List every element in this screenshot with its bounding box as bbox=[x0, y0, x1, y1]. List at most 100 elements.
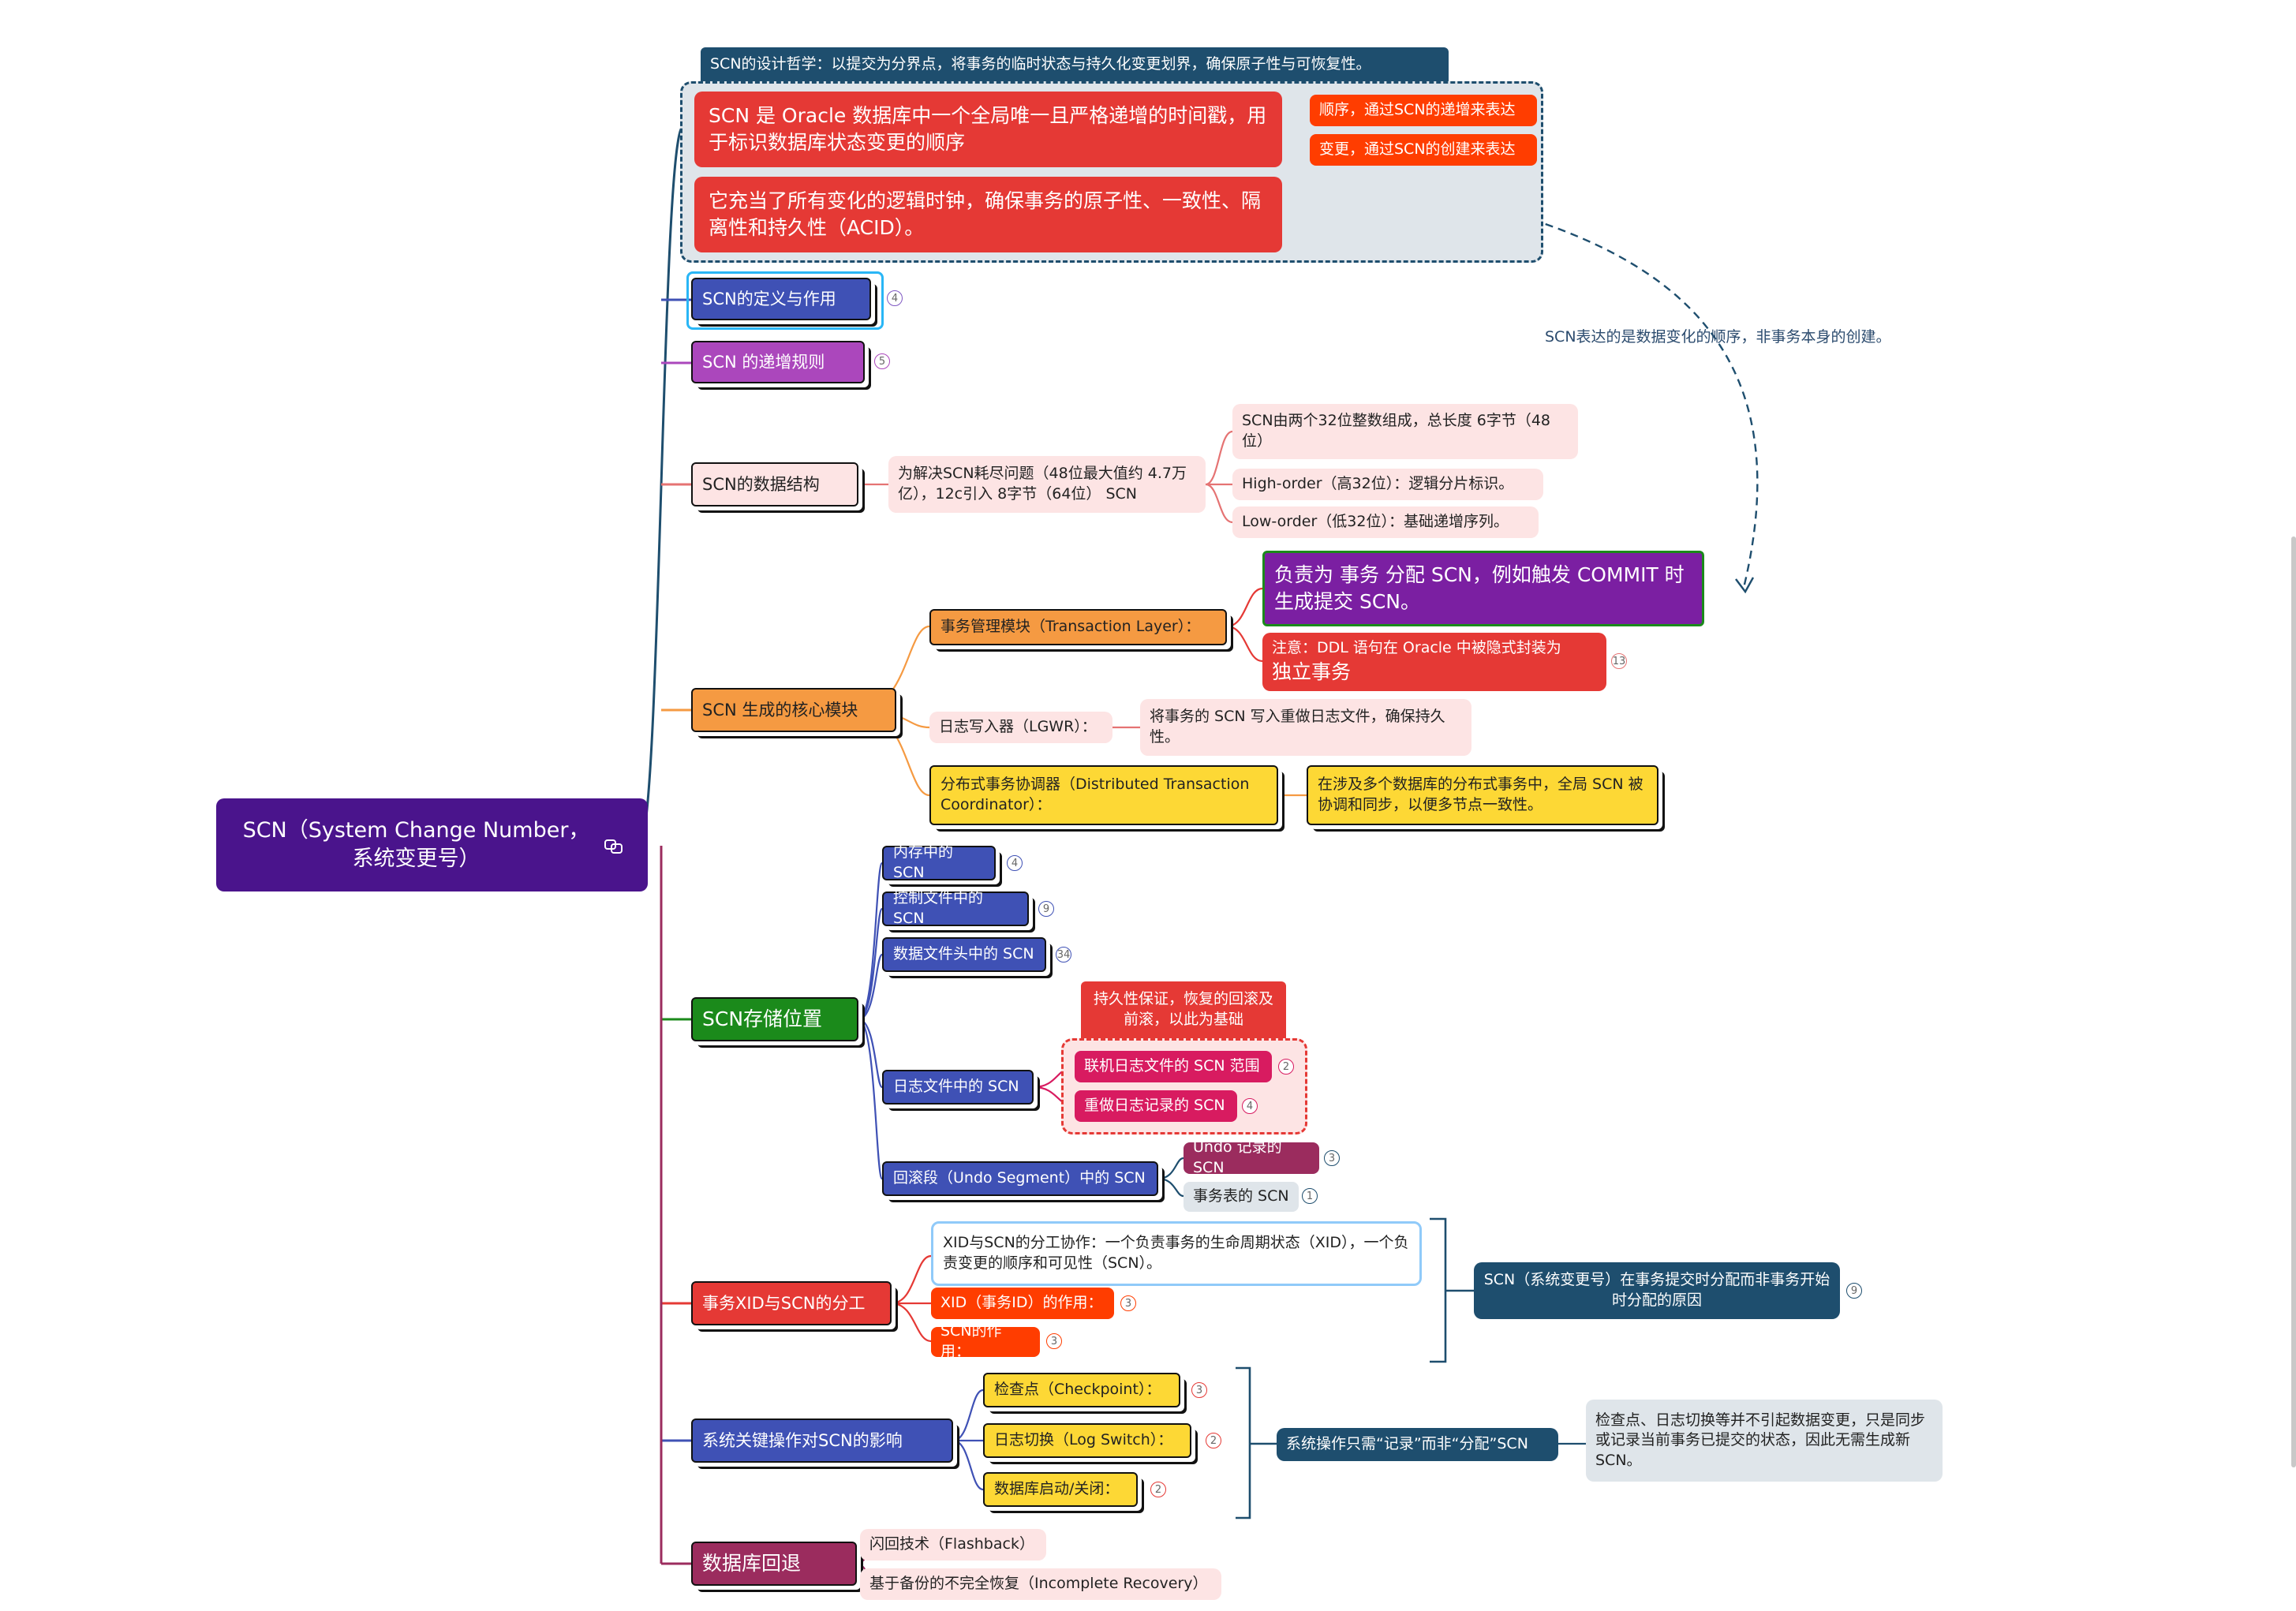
scn-role[interactable]: SCN的作用： bbox=[931, 1322, 1040, 1360]
branch-rollback[interactable]: 数据库回退 bbox=[691, 1542, 857, 1586]
ops-db-count-badge[interactable]: 2 bbox=[1150, 1482, 1166, 1497]
structure-item-composition[interactable]: SCN由两个32位整数组成，总长度 6字节（48位） bbox=[1232, 404, 1578, 459]
rollback-incomplete-recovery-text: 基于备份的不完全恢复（Incomplete Recovery） bbox=[869, 1575, 1208, 1593]
xid-role[interactable]: XID（事务ID）的作用： bbox=[931, 1288, 1114, 1319]
storage-control-count-badge[interactable]: 9 bbox=[1038, 901, 1054, 917]
philosophy-tag-text: SCN的设计哲学：以提交为分界点，将事务的临时状态与持久化变更划界，确保原子性与… bbox=[710, 55, 1371, 73]
storage-undo-tx-table[interactable]: 事务表的 SCN bbox=[1184, 1182, 1299, 1212]
branch-xid[interactable]: 事务XID与SCN的分工 bbox=[691, 1281, 892, 1325]
branch-storage[interactable]: SCN存储位置 bbox=[691, 997, 858, 1041]
storage-log-callout[interactable]: 持久性保证，恢复的回滚及前滚，以此为基础 bbox=[1081, 981, 1286, 1038]
root-node[interactable]: SCN（System Change Number，系统变更号） bbox=[216, 798, 648, 891]
ops-log-switch-text: 日志切换（Log Switch）： bbox=[994, 1431, 1173, 1449]
intro-child-order[interactable]: 顺序，通过SCN的递增来表达 bbox=[1310, 95, 1537, 126]
ops-log-switch[interactable]: 日志切换（Log Switch）： bbox=[983, 1423, 1191, 1458]
ops-summary-node[interactable]: 系统操作只需“记录”而非“分配”SCN bbox=[1277, 1428, 1558, 1461]
structure-desc-node[interactable]: 为解决SCN耗尽问题（48位最大值约 4.7万亿），12c引入 8字节（64位）… bbox=[888, 456, 1206, 513]
storage-control-file[interactable]: 控制文件中的 SCN bbox=[882, 889, 1029, 927]
storage-undo-record[interactable]: Undo 记录的 SCN bbox=[1184, 1138, 1319, 1176]
structure-item-high-order-text: High-order（高32位）：逻辑分片标识。 bbox=[1242, 475, 1514, 493]
core-tx-main-node[interactable]: 负责为 事务 分配 SCN，例如触发 COMMIT 时生成提交 SCN。 bbox=[1262, 551, 1704, 626]
intro-second-node[interactable]: 它充当了所有变化的逻辑时钟，确保事务的原子性、一致性、隔离性和持久性（ACID）… bbox=[694, 177, 1282, 252]
definition-count-badge[interactable]: 4 bbox=[887, 290, 903, 306]
tx-note-count-badge[interactable]: 13 bbox=[1611, 653, 1627, 669]
branch-core-modules-label: SCN 生成的核心模块 bbox=[702, 700, 858, 720]
storage-log-redo-record-text: 重做日志记录的 SCN bbox=[1084, 1097, 1225, 1115]
storage-log-online-range[interactable]: 联机日志文件的 SCN 范围 bbox=[1075, 1051, 1272, 1082]
structure-item-low-order-text: Low-order（低32位）：基础递增序列。 bbox=[1242, 513, 1509, 531]
core-dtc-node[interactable]: 分布式事务协调器（Distributed Transaction Coordin… bbox=[929, 765, 1278, 825]
vertical-scrollbar[interactable] bbox=[2291, 536, 2296, 1467]
storage-datafile-label: 数据文件头中的 SCN bbox=[893, 945, 1034, 963]
ops-db-startup-shutdown[interactable]: 数据库启动/关闭： bbox=[983, 1472, 1138, 1507]
core-tx-note-node[interactable]: 注意：DDL 语句在 Oracle 中被隐式封装为 独立事务 bbox=[1262, 633, 1606, 691]
branch-structure[interactable]: SCN的数据结构 bbox=[691, 462, 858, 506]
core-dtc-desc-node[interactable]: 在涉及多个数据库的分布式事务中，全局 SCN 被协调和同步，以便多节点一致性。 bbox=[1307, 765, 1658, 825]
core-tx-main-text: 负责为 事务 分配 SCN，例如触发 COMMIT 时生成提交 SCN。 bbox=[1274, 563, 1685, 613]
storage-log-callout-text: 持久性保证，恢复的回滚及前滚，以此为基础 bbox=[1093, 990, 1273, 1028]
ops-db-startup-text: 数据库启动/关闭： bbox=[994, 1480, 1120, 1498]
storage-memory-count-badge[interactable]: 4 bbox=[1007, 855, 1023, 871]
link-copy-icon[interactable] bbox=[604, 835, 624, 854]
core-transaction-layer[interactable]: 事务管理模块（Transaction Layer）： bbox=[929, 609, 1227, 645]
rollback-flashback[interactable]: 闪回技术（Flashback） bbox=[860, 1529, 1046, 1561]
structure-item-low-order[interactable]: Low-order（低32位）：基础递增序列。 bbox=[1232, 506, 1539, 538]
branch-storage-label: SCN存储位置 bbox=[702, 1007, 823, 1031]
ops-checkpoint[interactable]: 检查点（Checkpoint）： bbox=[983, 1373, 1180, 1407]
ops-log-switch-count-badge[interactable]: 2 bbox=[1206, 1433, 1221, 1448]
intro-main-node[interactable]: SCN 是 Oracle 数据库中一个全局唯一且严格递增的时间戳，用于标识数据库… bbox=[694, 92, 1282, 167]
xid-desc-node[interactable]: XID与SCN的分工协作：一个负责事务的生命周期状态（XID），一个负责变更的顺… bbox=[931, 1221, 1422, 1286]
xid-role-text: XID（事务ID）的作用： bbox=[940, 1294, 1103, 1312]
xid-summary-count-badge[interactable]: 9 bbox=[1846, 1283, 1862, 1299]
storage-datafile-count-badge[interactable]: 34 bbox=[1056, 947, 1071, 962]
scn-role-text: SCN的作用： bbox=[940, 1322, 1002, 1360]
storage-log-redo-record[interactable]: 重做日志记录的 SCN bbox=[1075, 1090, 1237, 1122]
rules-count-badge[interactable]: 5 bbox=[874, 353, 890, 369]
intro-child-change[interactable]: 变更，通过SCN的创建来表达 bbox=[1310, 134, 1537, 166]
branch-definition[interactable]: SCN的定义与作用 bbox=[691, 278, 871, 320]
definition-selection-outline bbox=[686, 271, 884, 330]
intro-second-text: 它充当了所有变化的逻辑时钟，确保事务的原子性、一致性、隔离性和持久性（ACID）… bbox=[709, 189, 1262, 239]
branch-rules[interactable]: SCN 的递增规则 bbox=[691, 341, 865, 383]
branch-rules-label: SCN 的递增规则 bbox=[702, 352, 825, 372]
storage-log-redo-count-badge[interactable]: 4 bbox=[1242, 1098, 1258, 1114]
ops-summary-desc-node[interactable]: 检查点、日志切换等并不引起数据变更，只是同步或记录当前事务已提交的状态，因此无需… bbox=[1586, 1400, 1943, 1482]
core-lgwr-desc-node[interactable]: 将事务的 SCN 写入重做日志文件，确保持久性。 bbox=[1140, 699, 1471, 756]
branch-rollback-label: 数据库回退 bbox=[702, 1552, 802, 1575]
branch-ops-label: 系统关键操作对SCN的影响 bbox=[702, 1430, 903, 1450]
storage-log-online-range-text: 联机日志文件的 SCN 范围 bbox=[1084, 1057, 1260, 1075]
storage-log-file[interactable]: 日志文件中的 SCN bbox=[882, 1070, 1034, 1105]
relation-label: SCN表达的是数据变化的顺序，非事务本身的创建。 bbox=[1545, 328, 1891, 346]
branch-ops[interactable]: 系统关键操作对SCN的影响 bbox=[691, 1419, 953, 1463]
intro-child-change-text: 变更，通过SCN的创建来表达 bbox=[1319, 140, 1516, 159]
ops-checkpoint-count-badge[interactable]: 3 bbox=[1191, 1382, 1207, 1398]
core-lgwr-node[interactable]: 日志写入器（LGWR）： bbox=[929, 712, 1112, 743]
philosophy-tag[interactable]: SCN的设计哲学：以提交为分界点，将事务的临时状态与持久化变更划界，确保原子性与… bbox=[701, 47, 1449, 82]
rollback-incomplete-recovery[interactable]: 基于备份的不完全恢复（Incomplete Recovery） bbox=[860, 1568, 1221, 1600]
xid-summary-node[interactable]: SCN（系统变更号）在事务提交时分配而非事务开始时分配的原因 bbox=[1474, 1262, 1840, 1319]
storage-undo-tx-count-badge[interactable]: 1 bbox=[1302, 1188, 1318, 1204]
storage-log-online-count-badge[interactable]: 2 bbox=[1278, 1059, 1294, 1075]
branch-xid-label: 事务XID与SCN的分工 bbox=[702, 1293, 866, 1313]
storage-datafile-header[interactable]: 数据文件头中的 SCN bbox=[882, 937, 1046, 972]
storage-log-file-label: 日志文件中的 SCN bbox=[893, 1078, 1019, 1096]
scn-role-count-badge[interactable]: 3 bbox=[1046, 1333, 1062, 1349]
storage-undo-record-count-badge[interactable]: 3 bbox=[1324, 1150, 1340, 1166]
ops-summary-desc-text: 检查点、日志切换等并不引起数据变更，只是同步或记录当前事务已提交的状态，因此无需… bbox=[1595, 1411, 1926, 1469]
xid-role-count-badge[interactable]: 3 bbox=[1120, 1295, 1136, 1311]
intro-child-order-text: 顺序，通过SCN的递增来表达 bbox=[1319, 101, 1516, 119]
core-lgwr-text: 日志写入器（LGWR）： bbox=[939, 718, 1097, 736]
storage-undo-record-text: Undo 记录的 SCN bbox=[1193, 1138, 1282, 1176]
core-dtc-desc-text: 在涉及多个数据库的分布式事务中，全局 SCN 被协调和同步，以便多节点一致性。 bbox=[1318, 776, 1643, 813]
storage-undo-tx-table-text: 事务表的 SCN bbox=[1193, 1187, 1289, 1205]
core-transaction-layer-text: 事务管理模块（Transaction Layer）： bbox=[940, 618, 1201, 636]
storage-undo-segment[interactable]: 回滚段（Undo Segment）中的 SCN bbox=[882, 1161, 1158, 1196]
structure-item-high-order[interactable]: High-order（高32位）：逻辑分片标识。 bbox=[1232, 469, 1543, 500]
storage-memory[interactable]: 内存中的 SCN bbox=[882, 843, 996, 881]
storage-memory-label: 内存中的 SCN bbox=[893, 843, 954, 881]
branch-core-modules[interactable]: SCN 生成的核心模块 bbox=[691, 688, 896, 732]
structure-item-composition-text: SCN由两个32位整数组成，总长度 6字节（48位） bbox=[1242, 412, 1551, 450]
core-tx-note-line2: 独立事务 bbox=[1272, 660, 1352, 683]
storage-undo-segment-label: 回滚段（Undo Segment）中的 SCN bbox=[893, 1169, 1146, 1187]
